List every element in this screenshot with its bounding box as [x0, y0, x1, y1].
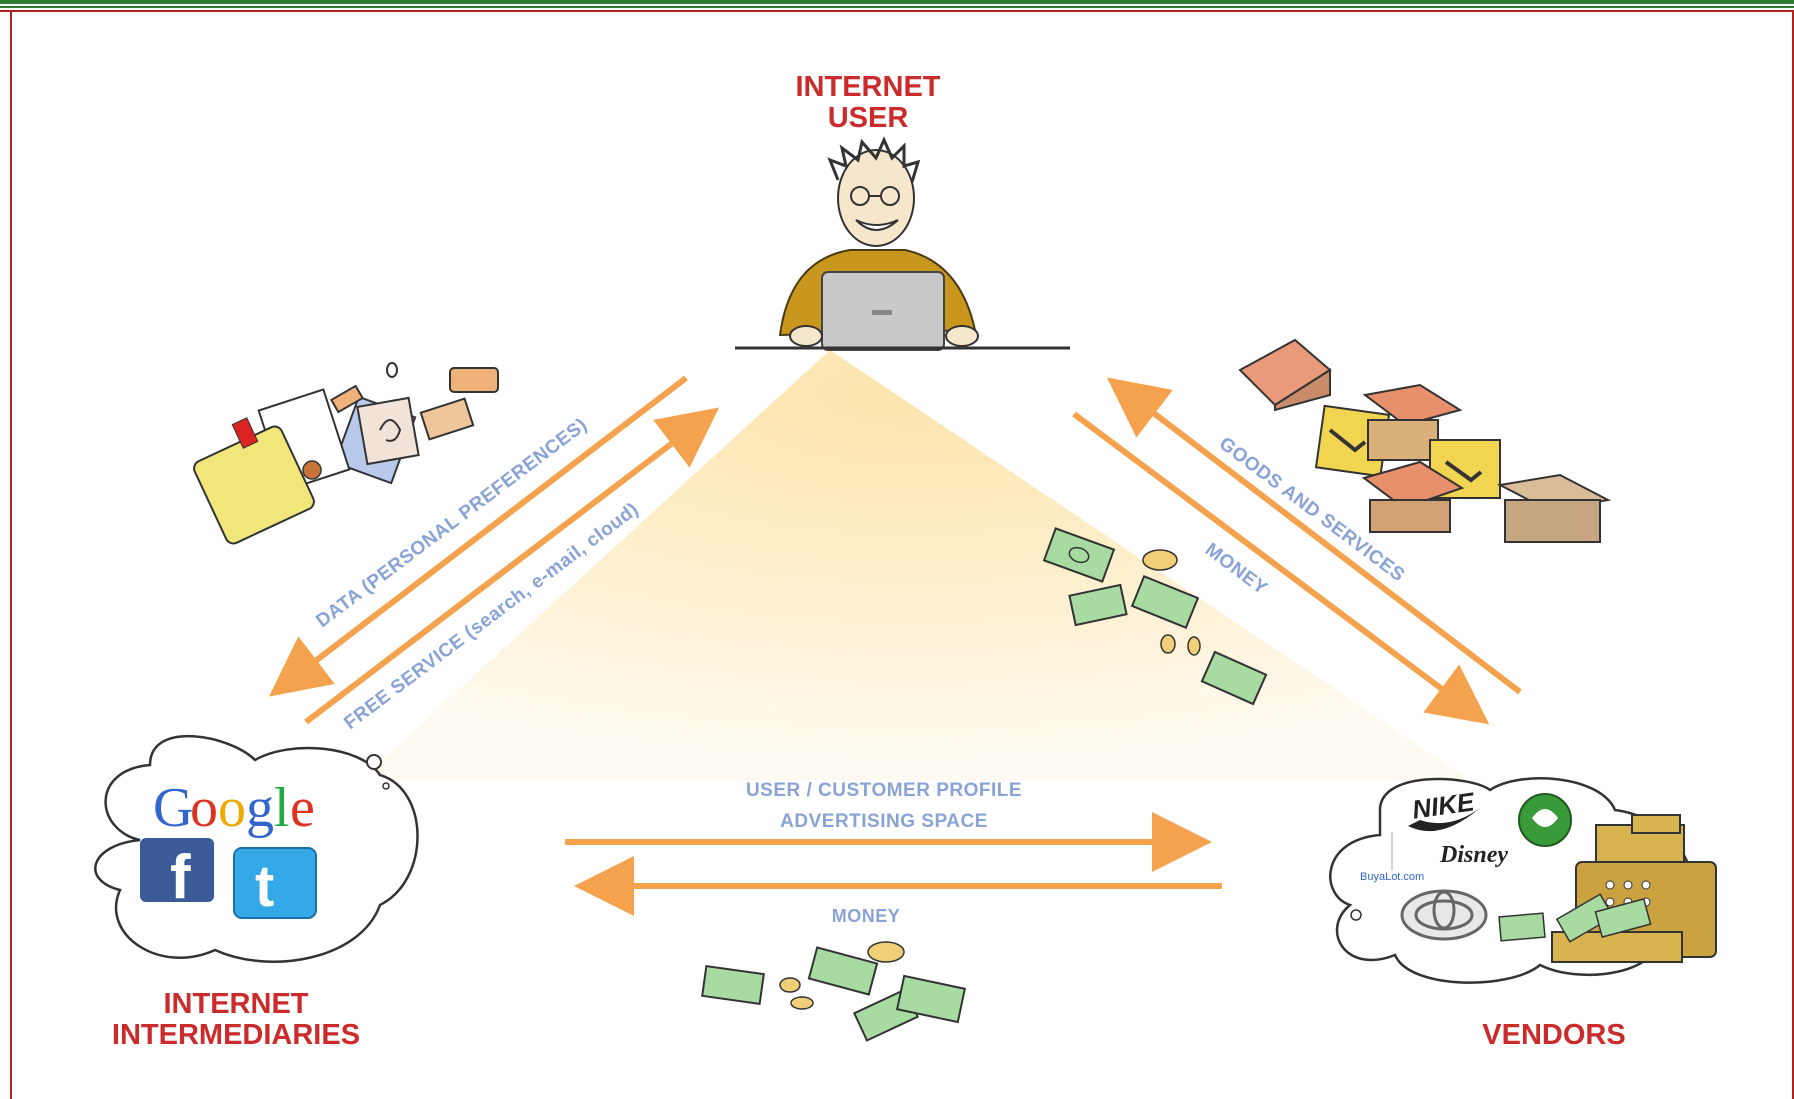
arrow-goods-to-user	[1106, 377, 1522, 695]
internet-user-illustration	[735, 136, 1070, 351]
svg-text:t: t	[255, 854, 274, 919]
intermediaries-title-line2: INTERMEDIARIES	[112, 1019, 360, 1051]
money-illustration-bottom	[701, 941, 967, 1042]
goods-boxes-illustration	[1238, 338, 1612, 543]
glow-triangle	[360, 350, 1470, 780]
svg-text:e: e	[290, 777, 315, 839]
intermediaries-title-line1: INTERNET	[164, 988, 309, 1020]
arrow-money-to-vendors	[1072, 411, 1490, 725]
svg-text:l: l	[274, 777, 290, 839]
vendor-brand-logos: NIKE Disney BuyaLot.com	[1360, 786, 1572, 942]
svg-text:o: o	[218, 777, 246, 839]
svg-text:f: f	[170, 843, 191, 912]
personal-data-illustration	[193, 362, 499, 545]
label-money-right: MONEY	[1201, 539, 1271, 599]
cash-register-illustration	[1551, 814, 1717, 963]
nike-swoosh-icon	[1408, 808, 1480, 832]
facebook-logo: f	[140, 838, 214, 912]
vendors-title: VENDORS	[1482, 1019, 1625, 1051]
svg-text:o: o	[190, 777, 218, 839]
svg-text:g: g	[246, 777, 274, 839]
money-illustration-right	[1042, 527, 1268, 706]
label-user-customer-profile: USER / CUSTOMER PROFILE	[746, 780, 1022, 801]
label-advertising-space: ADVERTISING SPACE	[780, 811, 988, 832]
disney-logo: Disney	[1439, 842, 1508, 868]
arrow-free-service-to-user	[304, 407, 720, 725]
label-money-bottom: MONEY	[832, 906, 901, 926]
user-title-line1: INTERNET	[796, 71, 941, 103]
twitter-logo: t	[233, 847, 317, 919]
arrow-data-to-intermediaries	[268, 375, 688, 697]
svg-text:G: G	[153, 777, 193, 839]
user-title-line2: USER	[828, 102, 909, 134]
google-logo: G o o g l e	[153, 777, 315, 839]
buyalot-logo: BuyaLot.com	[1360, 871, 1424, 883]
